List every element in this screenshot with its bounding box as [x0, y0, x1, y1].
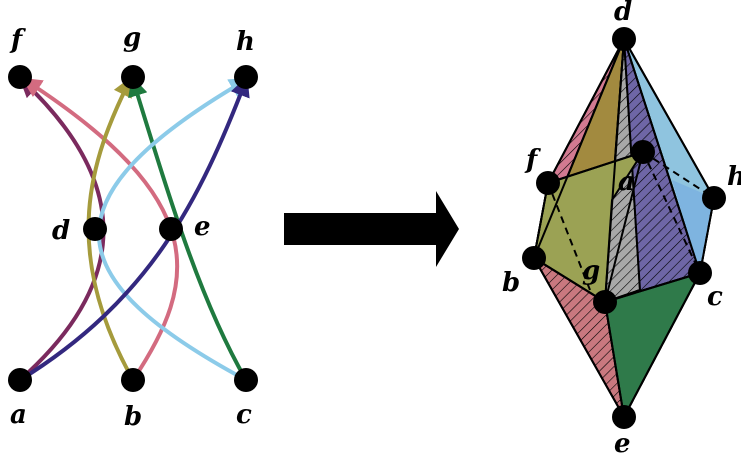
hidden-a-h [642, 151, 715, 199]
vertex-a [631, 140, 655, 164]
edge-a-f [18, 77, 106, 382]
edge-b-g [86, 76, 135, 381]
node-g [121, 65, 145, 89]
hidden-h-c [699, 197, 715, 274]
arrow-shape [284, 191, 459, 267]
poly-label-a: a [618, 167, 635, 197]
polyhedron [522, 27, 726, 429]
vertex-f [536, 171, 560, 195]
node-h [234, 65, 258, 89]
edge-a-g [604, 151, 644, 303]
transform-arrow [284, 191, 459, 267]
poly-label-h: h [727, 162, 741, 192]
vertex-h [702, 186, 726, 210]
label-g: g [123, 23, 141, 53]
vertex-c [688, 261, 712, 285]
edge-d-c [623, 38, 701, 274]
label-f: f [9, 25, 26, 55]
vertex-d [612, 27, 636, 51]
hidden-edges [533, 151, 715, 418]
poly-label-g: g [582, 256, 600, 286]
edge-f-a [547, 151, 644, 184]
vertex-e [612, 405, 636, 429]
poly-label-f: f [524, 145, 541, 175]
label-e: e [194, 212, 211, 242]
poly-label-c: c [707, 282, 723, 312]
hidden-a-c [642, 151, 701, 274]
poly-label-d: d [614, 0, 632, 27]
edge-a-h [18, 76, 250, 382]
edge-b-g [533, 257, 606, 303]
vertex-g [593, 290, 617, 314]
edge-g-e [604, 301, 625, 418]
left-graph: f g h d e a b c [8, 23, 258, 432]
edge-d-g [604, 38, 625, 303]
node-a [8, 368, 32, 392]
label-h: h [236, 27, 255, 57]
node-c [234, 368, 258, 392]
label-a: a [10, 400, 27, 430]
node-e [159, 217, 183, 241]
node-d [83, 217, 107, 241]
poly-label-b: b [502, 268, 520, 298]
edge-g-c [604, 272, 701, 303]
hidden-c-e [623, 272, 701, 418]
hidden-f-b [533, 182, 549, 259]
node-f [8, 65, 32, 89]
face-d-c-g-purple-hatch [605, 39, 700, 302]
edge-d-b [533, 38, 625, 259]
vertex-b [522, 246, 546, 270]
label-b: b [124, 402, 142, 432]
node-b [121, 368, 145, 392]
label-c: c [236, 400, 252, 430]
label-d: d [52, 216, 70, 246]
edge-c-g [128, 76, 248, 381]
poly-label-e: e [614, 429, 631, 459]
